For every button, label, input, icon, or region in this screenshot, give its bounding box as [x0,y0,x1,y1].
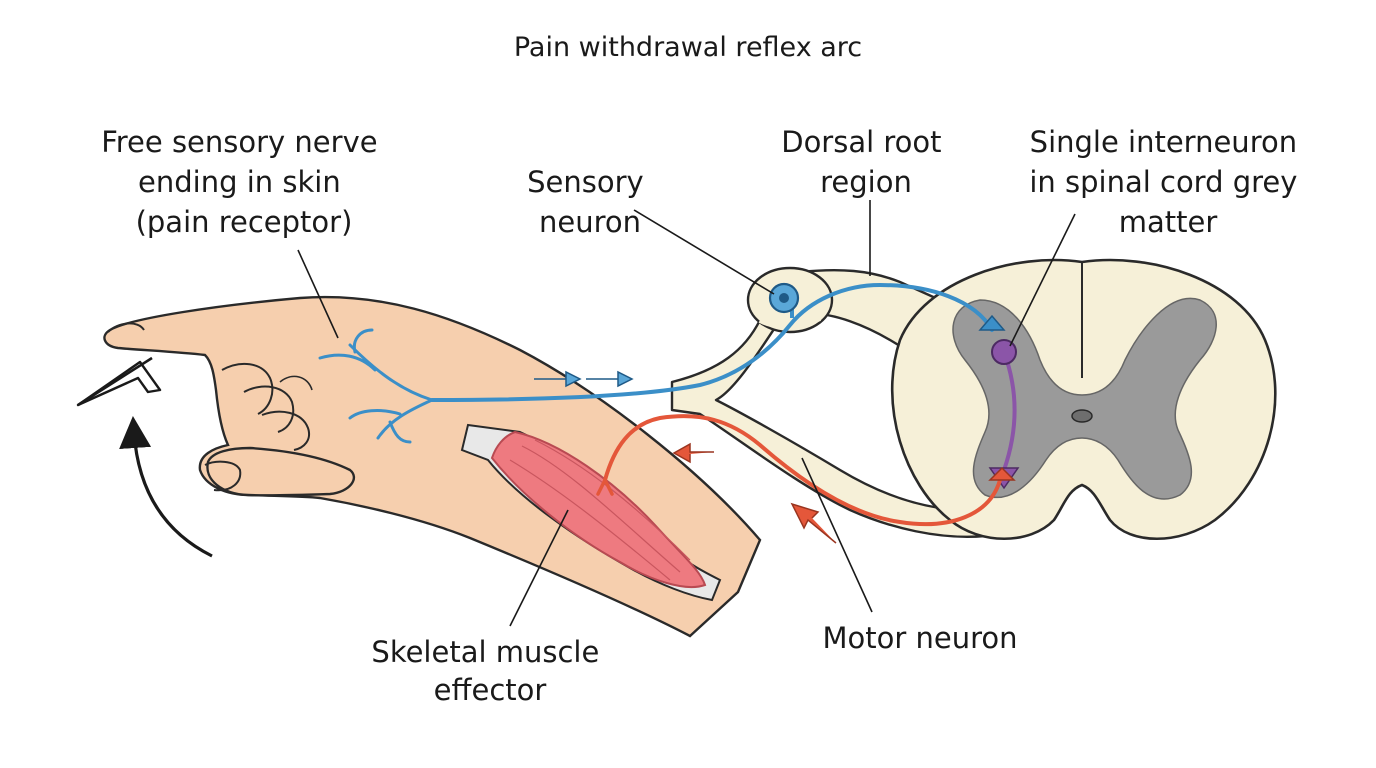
withdrawal-arrow [119,416,213,558]
label-sensory-neuron: Sensory neuron [527,165,653,239]
diagram-title: Pain withdrawal reflex arc [514,32,862,63]
label-dorsal-root: Dorsal root region [781,125,951,199]
label-skeletal-muscle: Skeletal muscle effector [371,635,608,707]
leader-lines [297,200,1076,627]
spinal-cord [890,258,1277,541]
label-pain-receptor: Free sensory nerve ending in skin (pain … [101,125,387,239]
label-interneuron: Single interneuron in spinal cord grey m… [1029,125,1306,239]
sensory-neuron [318,282,1006,444]
label-motor-neuron: Motor neuron [822,621,1017,655]
sharp-object [76,356,162,407]
sensory-direction-arrows [534,370,634,388]
skeletal-muscle [460,423,722,602]
motor-direction-arrows [672,442,837,544]
hand-and-forearm [103,295,762,638]
motor-neuron [596,414,1016,527]
